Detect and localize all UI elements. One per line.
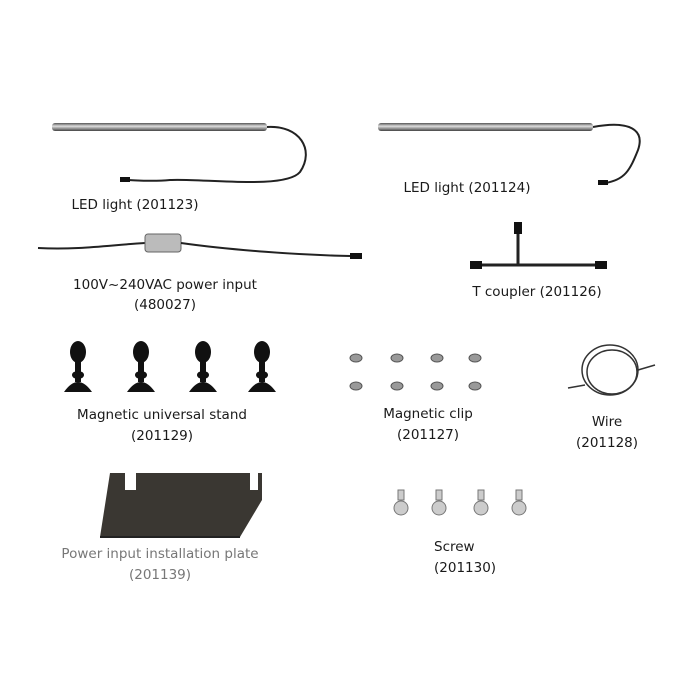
magnetic-stand-code: (201129) (130, 428, 194, 444)
t-coupler-label: T coupler (201126) (472, 284, 602, 300)
wire-code: (201128) (575, 435, 639, 451)
screw-201130-image (393, 489, 527, 516)
installation-plate-code: (201139) (128, 567, 192, 583)
power-input-label: 100V~240VAC power input (73, 277, 257, 293)
magnetic-stand-201129-image (64, 341, 276, 392)
magnetic-clip-201127-image (349, 353, 482, 391)
screw-code: (201130) (434, 560, 497, 576)
installation-plate-label: Power input installation plate (61, 546, 259, 562)
led-light-201124-label: LED light (201124) (403, 180, 531, 196)
wire-label: Wire (591, 414, 623, 430)
led-light-201123-image (52, 123, 307, 184)
led-light-201123-label: LED light (201123) (71, 197, 199, 213)
magnetic-stand-label: Magnetic universal stand (77, 407, 247, 423)
magnetic-clip-code: (201127) (396, 427, 460, 443)
power-input-480027-image (37, 233, 362, 259)
screw-label: Screw (434, 539, 475, 555)
power-input-code: (480027) (133, 297, 197, 313)
magnetic-clip-label: Magnetic clip (383, 406, 473, 422)
wire-201128-image (567, 344, 656, 396)
installation-plate-201139-image (100, 473, 262, 538)
t-coupler-201126-image (470, 222, 607, 269)
led-light-201124-image (378, 123, 641, 185)
